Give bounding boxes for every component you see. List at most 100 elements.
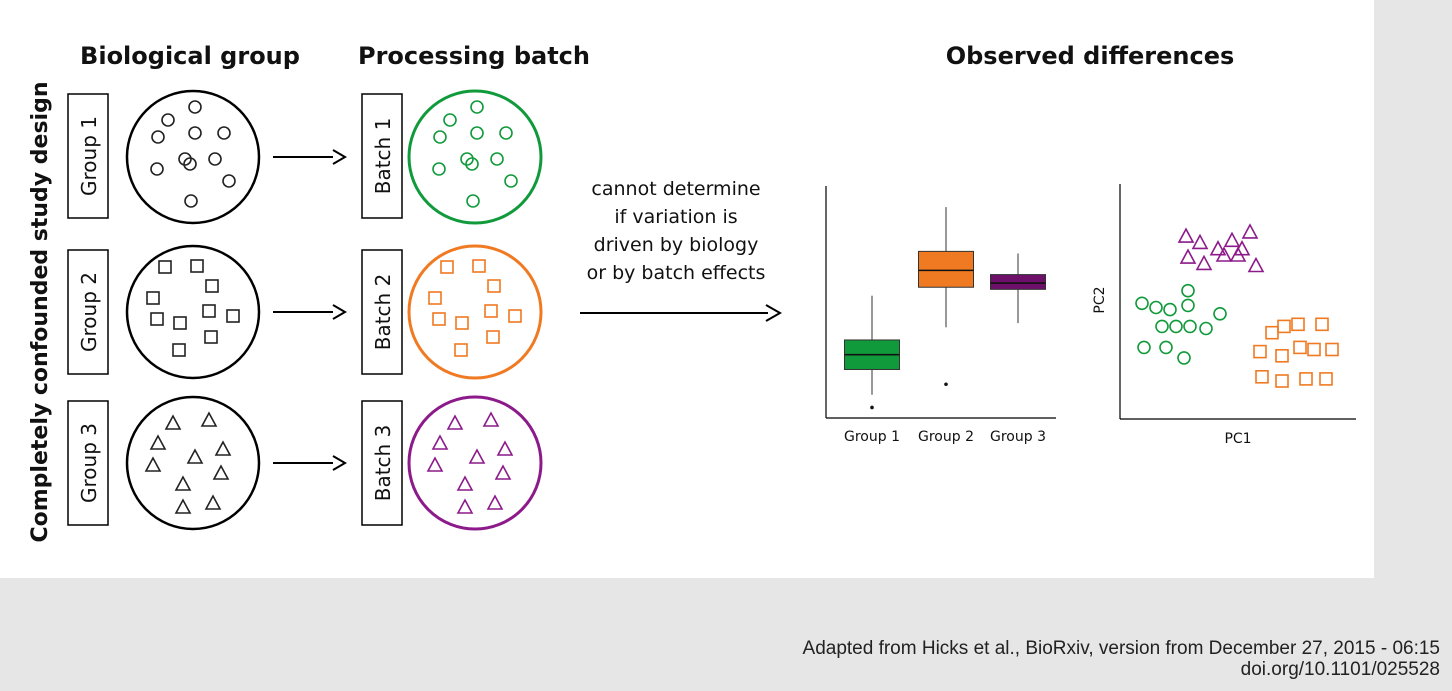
batch-1-box: [361, 93, 403, 219]
scatter-points: [1135, 223, 1339, 388]
scatter-point-square: [1277, 319, 1291, 334]
group-1-sample: [208, 152, 222, 166]
batch-2-samples: [428, 259, 522, 357]
group-1-sample: [183, 157, 197, 171]
group-3-sample: [200, 411, 218, 427]
group-1-box: [67, 93, 109, 219]
batch-1-sample: [490, 152, 504, 166]
batch-2-sample: [454, 343, 468, 357]
batch-1-samples: [432, 100, 518, 208]
batch-2-label: Batch 2: [371, 274, 395, 351]
group-1-sample: [188, 126, 202, 140]
group-2-sample: [202, 304, 216, 318]
group-2-sample: [158, 260, 172, 274]
note-line-2: if variation is: [614, 206, 737, 228]
batch-2-sample: [432, 312, 446, 326]
scatter-point-square: [1307, 342, 1321, 357]
batch-3-sample: [494, 464, 512, 480]
scatter-point-circle: [1137, 340, 1151, 355]
citation-doi: doi.org/10.1101/025528: [1240, 659, 1440, 680]
scatter-point-circle: [1183, 319, 1197, 334]
batch-1-label: Batch 1: [371, 118, 395, 195]
group-2-sample: [205, 279, 219, 293]
boxplot-tick-group-2: Group 2: [918, 429, 974, 445]
citation-source: Adapted from Hicks et al., BioRxiv, vers…: [802, 638, 1440, 659]
batch-1-sample: [499, 126, 513, 140]
batch-1-sample: [470, 100, 484, 114]
group-3-sample: [164, 414, 182, 430]
group-2-sample-circle: [125, 244, 261, 380]
scatter-point-square: [1291, 317, 1305, 332]
scatter-point-circle: [1199, 321, 1213, 336]
scatter-point-circle: [1135, 296, 1149, 311]
scatter-point-square: [1299, 372, 1313, 386]
box-group-1: [844, 295, 900, 410]
batch-3-sample: [426, 456, 444, 472]
arrow-group2-to-batch2: [273, 304, 347, 320]
group-2-label: Group 2: [77, 272, 101, 352]
group-3-label: Group 3: [77, 423, 101, 503]
note-line-1: cannot determine: [591, 178, 760, 200]
group-2-sample: [146, 291, 160, 305]
group-2-sample: [173, 316, 187, 330]
row-group-2: Group 2 Batch 2: [67, 244, 543, 380]
batch-3-sample-circle: [407, 395, 543, 531]
scatter-y-label: PC2: [1092, 286, 1108, 313]
batch-1-sample-circle: [407, 89, 543, 225]
side-label-study-design: Completely confounded study design: [28, 81, 53, 542]
batch-2-sample: [428, 291, 442, 305]
box-group-3: [990, 253, 1046, 324]
batch-2-sample: [455, 316, 469, 330]
arrow-group1-to-batch1: [273, 149, 347, 165]
boxplot-tick-group-3: Group 3: [990, 429, 1046, 445]
batch-1-sample: [443, 113, 457, 127]
group-1-sample: [151, 130, 165, 144]
group-2-sample: [150, 312, 164, 326]
batch-1-sample: [465, 157, 479, 171]
scatter-point-square: [1325, 342, 1339, 357]
scatter-point-triangle: [1177, 227, 1195, 243]
header-biological-group: Biological group: [80, 42, 300, 70]
scatter-point-circle: [1181, 283, 1195, 298]
group-3-sample: [214, 440, 232, 456]
scatter-x-label: PC1: [1224, 431, 1251, 447]
scatter-point-triangle: [1195, 254, 1213, 271]
scatter-point-circle: [1181, 298, 1195, 313]
group-1-sample: [188, 100, 202, 114]
group-1-sample: [178, 152, 192, 166]
header-observed-differences: Observed differences: [946, 42, 1235, 70]
group-1-sample: [150, 162, 164, 176]
note-line-3: driven by biology: [594, 234, 759, 256]
batch-2-sample: [487, 279, 501, 293]
scatter-point-square: [1293, 340, 1307, 355]
batch-3-box: [361, 400, 403, 526]
group-3-sample: [144, 456, 162, 472]
figure-panel: Biological group Processing batch Observ…: [0, 0, 1374, 578]
group-1-sample: [184, 194, 198, 208]
scatter-point-triangle: [1215, 246, 1233, 262]
scatter-point-circle: [1169, 319, 1183, 334]
group-1-sample-circle: [125, 89, 261, 225]
batch-1-sample: [466, 194, 480, 208]
group-3-sample: [212, 464, 230, 480]
arrow-to-observed: [580, 304, 783, 322]
scatter-point-circle: [1213, 306, 1227, 321]
batch-2-box: [361, 249, 403, 375]
batch-3-sample: [496, 440, 514, 456]
row-group-1: Group 1 Batch 1: [67, 89, 543, 225]
scatter-point-triangle: [1229, 246, 1247, 262]
group-3-samples: [144, 411, 232, 514]
note-line-4: or by batch effects: [587, 262, 766, 284]
batch-1-sample: [504, 174, 518, 188]
group-2-sample: [172, 343, 186, 357]
batch-3-sample: [486, 494, 504, 510]
batch-2-sample: [508, 309, 522, 323]
batch-3-sample: [482, 411, 500, 427]
group-3-sample-circle: [125, 395, 261, 531]
batch-2-sample: [484, 304, 498, 318]
boxplot-tick-group-1: Group 1: [844, 429, 900, 445]
group-2-box: [67, 249, 109, 375]
scatter-point-square: [1275, 374, 1289, 388]
scatter-point-square: [1275, 348, 1289, 363]
scatter-point-circle: [1177, 351, 1191, 365]
